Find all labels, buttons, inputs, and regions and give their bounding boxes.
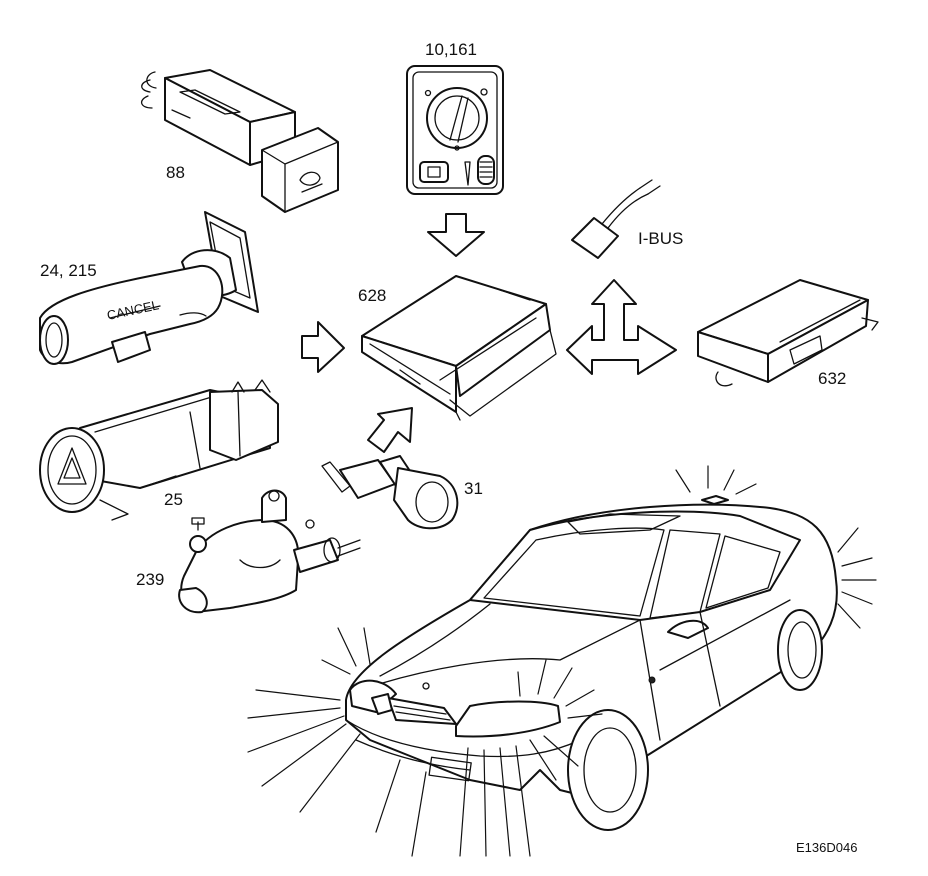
- bus-connector: I-BUS: [571, 179, 683, 259]
- stalk-switch-label: 24, 215: [40, 261, 97, 280]
- sensor: 31: [321, 455, 483, 530]
- control-module-label: 628: [358, 286, 386, 305]
- bus-label: I-BUS: [638, 229, 683, 248]
- fog-light-switch: 88: [141, 69, 339, 213]
- arrow-down-to-module: [427, 213, 485, 257]
- arrow-right-to-module: [301, 321, 345, 373]
- arrow-three-way: [566, 279, 677, 375]
- car: [345, 495, 838, 831]
- light-switch-label: 10,161: [425, 40, 477, 59]
- figure-code: E136D046: [796, 840, 857, 855]
- hazard-warning-switch: 25: [39, 379, 279, 521]
- hazard-switch-label: 25: [164, 490, 183, 509]
- second-module: 632: [697, 279, 879, 388]
- sensor-label: 31: [464, 479, 483, 498]
- light-switch-panel: 10,161: [406, 40, 504, 195]
- turn-signal-stalk-switch: CANCEL 24, 215: [39, 211, 259, 365]
- wiper-motor-label: 239: [136, 570, 164, 589]
- light-rays: [247, 465, 877, 857]
- signal-arrows: [301, 213, 677, 453]
- arrow-up-to-module: [367, 407, 413, 453]
- control-module: 628: [358, 275, 557, 421]
- fog-light-switch-label: 88: [166, 163, 185, 182]
- second-module-label: 632: [818, 369, 846, 388]
- wiper-motor: 239: [136, 489, 361, 614]
